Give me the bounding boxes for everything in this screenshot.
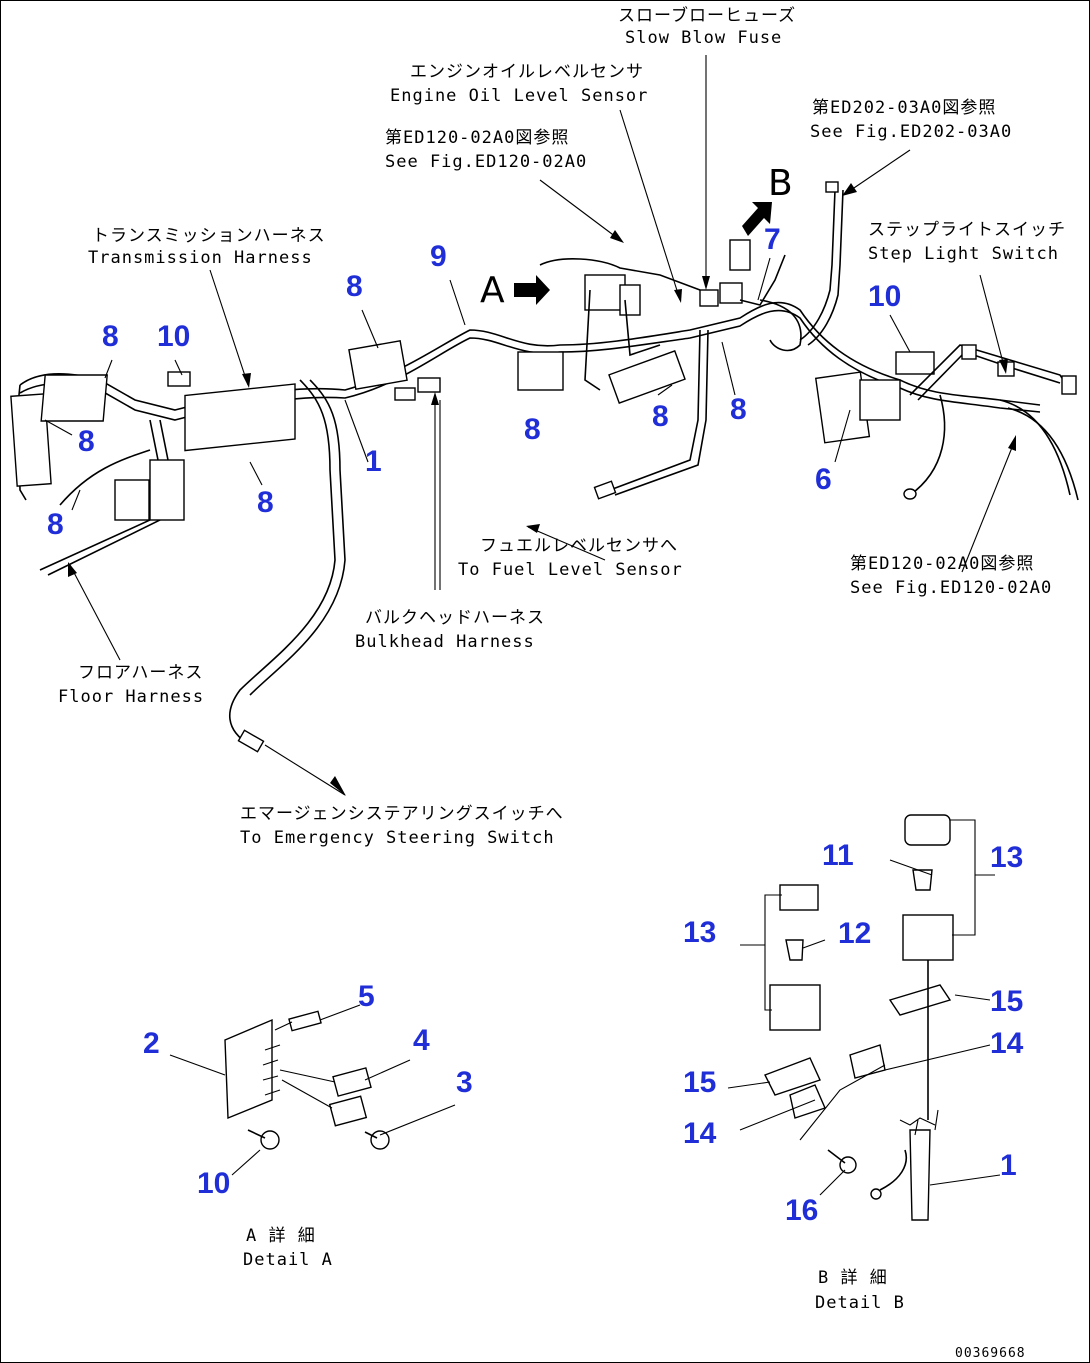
see-fig-ed120-right-jp: 第ED120-02A0図参照: [850, 554, 1035, 574]
part-number-10: 10: [157, 320, 191, 353]
see-fig-ed202-en: See Fig.ED202-03A0: [810, 122, 1013, 142]
part-number-12: 12: [838, 917, 872, 950]
slow-blow-fuse-en: Slow Blow Fuse: [625, 28, 783, 48]
step-light-switch-jp: ステップライトスイッチ: [868, 220, 1066, 240]
part-number-5: 5: [358, 980, 375, 1013]
detail-a-en: Detail A: [243, 1250, 333, 1270]
part-number-13: 13: [683, 916, 717, 949]
see-fig-ed202-jp: 第ED202-03A0図参照: [812, 98, 997, 118]
bulkhead-harness-jp: バルクヘッドハーネス: [365, 608, 545, 628]
part-number-11: 11: [822, 839, 854, 872]
floor-harness-jp: フロアハーネス: [78, 663, 204, 683]
see-fig-ed120-right-en: See Fig.ED120-02A0: [850, 578, 1053, 598]
step-light-switch-en: Step Light Switch: [868, 244, 1059, 264]
detail-b-en: Detail B: [815, 1293, 905, 1313]
see-fig-ed120-top-jp: 第ED120-02A0図参照: [385, 128, 570, 148]
emergency-steering-en: To Emergency Steering Switch: [240, 828, 555, 848]
slow-blow-fuse-jp: スローブローヒューズ: [618, 6, 797, 26]
bulkhead-harness-en: Bulkhead Harness: [355, 632, 535, 652]
part-number-8: 8: [524, 413, 541, 446]
part-number-8: 8: [346, 270, 363, 303]
see-fig-ed120-top-en: See Fig.ED120-02A0: [385, 152, 588, 172]
part-number-6: 6: [815, 463, 832, 496]
part-number-15: 15: [990, 985, 1024, 1018]
drawing-code: 00369668: [955, 1346, 1026, 1361]
emergency-steering-jp: エマージェンシステアリングスイッチへ: [240, 804, 564, 824]
part-number-9: 9: [430, 240, 447, 273]
part-number-8: 8: [78, 425, 95, 458]
floor-harness-en: Floor Harness: [58, 687, 205, 707]
detail-a-jp: A 詳 細: [246, 1226, 316, 1246]
fuel-level-sensor-jp: フュエルレベルセンサへ: [480, 536, 678, 556]
part-number-8: 8: [652, 400, 669, 433]
part-number-8: 8: [102, 320, 119, 353]
part-number-8: 8: [730, 393, 747, 426]
engine-oil-sensor-en: Engine Oil Level Sensor: [390, 86, 649, 106]
part-number-7: 7: [764, 223, 781, 256]
part-number-16: 16: [785, 1194, 819, 1227]
part-number-8: 8: [47, 508, 64, 541]
part-number-13: 13: [990, 841, 1024, 874]
part-number-10: 10: [868, 280, 902, 313]
part-number-2: 2: [143, 1027, 160, 1060]
view-marker-b: B: [768, 163, 793, 204]
part-number-4: 4: [413, 1024, 430, 1057]
part-number-15: 15: [683, 1066, 717, 1099]
part-number-14: 14: [990, 1027, 1024, 1060]
transmission-harness-en: Transmission Harness: [88, 248, 313, 268]
transmission-harness-jp: トランスミッションハーネス: [92, 226, 326, 246]
part-number-10: 10: [197, 1167, 231, 1200]
fuel-level-sensor-en: To Fuel Level Sensor: [458, 560, 683, 580]
view-marker-a: A: [480, 270, 505, 311]
part-number-14: 14: [683, 1117, 717, 1150]
part-number-1: 1: [1000, 1149, 1017, 1182]
part-number-1: 1: [365, 445, 382, 478]
detail-b-jp: B 詳 細: [818, 1268, 888, 1288]
part-number-3: 3: [456, 1066, 473, 1099]
part-number-8: 8: [257, 486, 274, 519]
engine-oil-sensor-jp: エンジンオイルレベルセンサ: [410, 62, 644, 82]
